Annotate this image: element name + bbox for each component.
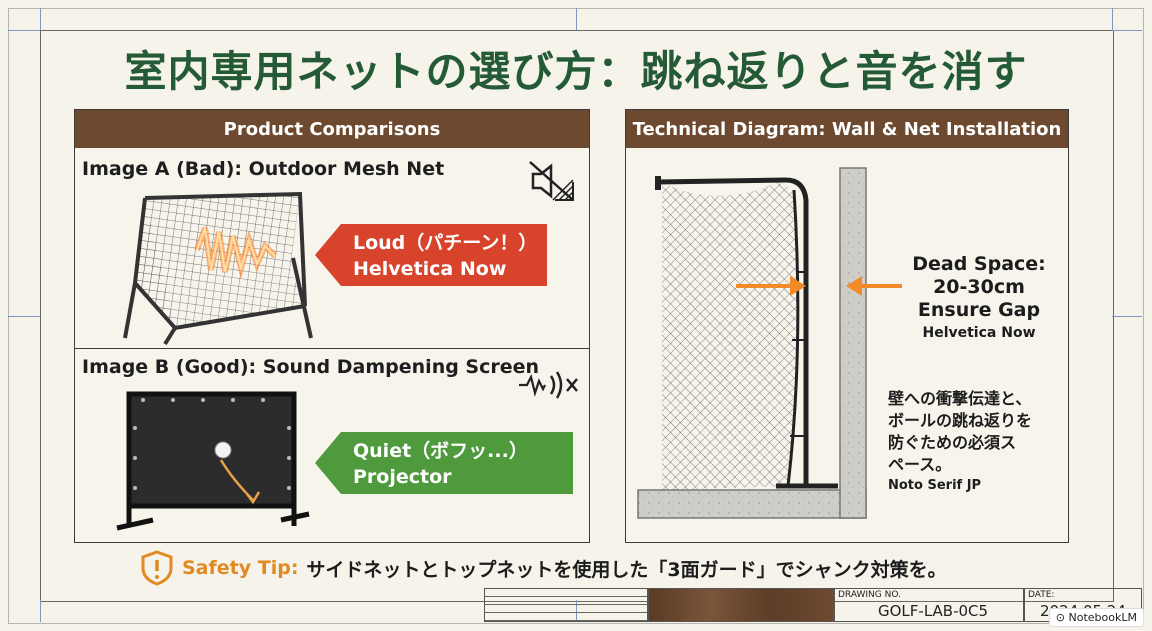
dead-space-line3: Ensure Gap [917,299,1041,321]
drawing-no-cell [834,588,1024,622]
warning-shield-icon [141,550,173,586]
muted-speaker-icon [529,161,574,201]
title-block-wood [648,588,834,622]
quiet-tag-line2: Projector Compatible [353,466,475,514]
wall-net-installation-diagram [637,167,867,519]
badge-label: NotebookLM [1068,611,1137,624]
wall-gap-note-line1: 壁への衝撃伝達と、 [888,389,1032,408]
panel-header-product-comparisons: Product Comparisons [75,110,589,148]
dead-space-line2: 20-30cm [933,276,1025,298]
loud-tag: Loud（パチーン！） Helvetica Now [315,224,547,286]
dead-space-line4: Helvetica Now [922,325,1036,341]
wall-gap-note-line4: ペース。 [888,455,952,474]
frame-tick [40,8,41,30]
badge-icon: ⊙ [1055,611,1066,624]
sound-dampening-screen-illustration [116,391,310,531]
wall-gap-note-line2: ボールの跳ね返りを [888,411,1033,430]
dead-space-arrows [736,276,902,296]
drawing-no-value: GOLF-LAB-0C5 [878,602,989,620]
page-title: 室内専用ネットの選び方：跳ね返りと音を消す [124,47,1028,96]
sound-dampened-icon [519,371,578,399]
frame-tick [1112,30,1142,31]
frame-tick [1112,316,1142,317]
loud-tag-line1: Loud（パチーン！） [353,232,538,254]
image-b-label: Image B (Good): Sound Dampening Screen [82,356,540,378]
safety-tip-label: Safety Tip: [182,557,299,579]
panel-divider [75,348,589,349]
panel-header-technical-diagram: Technical Diagram: Wall & Net Installati… [626,110,1068,148]
quiet-tag-line1: Quiet（ボフッ...） [353,440,528,462]
wall-gap-note-line3: 防ぐための必須ス [888,433,1017,452]
title-block-grid [484,588,648,622]
date-label: DATE: [1028,590,1055,600]
quiet-tag: Quiet（ボフッ...） Projector Compatible [315,432,573,494]
product-comparisons-panel: Product Comparisons Image A (Bad): Outdo… [74,109,590,543]
outdoor-mesh-net-illustration [123,191,313,346]
loud-tag-line2: Helvetica Now [353,258,507,280]
safety-tip: Safety Tip: サイドネットとトップネットを使用した「3面ガード」でシャ… [140,548,947,588]
frame-tick [1112,8,1113,30]
frame-tick [40,600,41,622]
frame-tick [8,30,40,31]
wall-gap-note: 壁への衝撃伝達と、 ボールの跳ね返りを 防ぐための必須ス ペース。 Noto S… [888,388,1058,496]
wall-gap-note-line5: Noto Serif JP [888,478,982,493]
drawing-no-label: DRAWING NO. [838,590,901,600]
safety-tip-text: サイドネットとトップネットを使用した「3面ガード」でシャンク対策を。 [306,558,947,581]
frame-tick [576,8,577,30]
notebooklm-badge: ⊙ NotebookLM [1048,608,1144,627]
image-a-label: Image A (Bad): Outdoor Mesh Net [82,158,445,180]
frame-tick [8,316,40,317]
dead-space-line1: Dead Space: [912,253,1046,275]
dead-space-callout: Dead Space: 20-30cm Ensure Gap Helvetica… [894,253,1064,345]
